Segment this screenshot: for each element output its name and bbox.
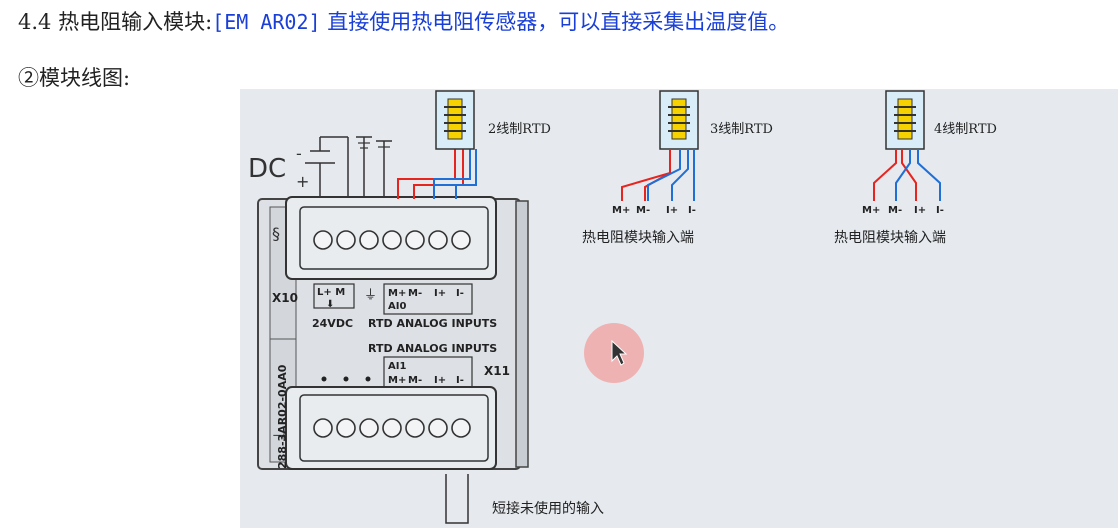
dc-label: DC (248, 154, 286, 184)
sensor-label-3wire: 3线制RTD (710, 122, 773, 137)
sensor-label-4wire: 4线制RTD (934, 122, 997, 137)
ai0-terminal-m-plus: M+ (388, 288, 406, 299)
x10-label: X10 (272, 291, 298, 305)
wiring-diagram-panel: DC - + § ⊣ (240, 89, 1118, 528)
ai0-terminal-i-minus: I- (456, 288, 464, 299)
module-model: [EM AR02] (212, 10, 321, 34)
section-title: 热电阻输入模块: (58, 10, 213, 34)
ai0-terminal-m-minus: M- (408, 288, 422, 299)
rtd-sensor-3wire: 3线制RTD M+ M- I+ I- 热电阻模块输入端 (582, 90, 773, 246)
rtd-label-top: RTD ANALOG INPUTS (368, 317, 497, 330)
x11-label: X11 (484, 364, 510, 378)
terminal-i-minus: I- (936, 205, 944, 216)
terminal-m-minus: M- (888, 205, 902, 216)
ai0-label: AI0 (388, 301, 406, 312)
rtd-label-bottom: RTD ANALOG INPUTS (368, 342, 497, 355)
terminal-m-minus: M- (636, 205, 650, 216)
dc-plus-label: + (296, 172, 309, 191)
short-unused-input-bracket: 短接未使用的输入 (445, 474, 604, 524)
short-unused-caption: 短接未使用的输入 (492, 500, 604, 517)
supply-voltage-label: 24VDC (312, 317, 353, 330)
ai1-terminal-i-plus: I+ (434, 375, 446, 386)
ai1-label: AI1 (388, 361, 406, 372)
wiring-diagram: DC - + § ⊣ (248, 90, 997, 524)
unused-terminal-dot (343, 376, 349, 382)
ai1-terminal-i-minus: I- (456, 375, 464, 386)
rtd-sensor-2wire: 2线制RTD (435, 90, 551, 150)
ground-arrow-icon: ⬇ (326, 299, 334, 310)
sensor-label-2wire: 2线制RTD (488, 122, 551, 137)
unused-terminal-dot (321, 376, 327, 382)
module-rtd-wiring (397, 149, 477, 199)
cursor-icon (611, 339, 628, 366)
top-terminal-screws (313, 230, 471, 250)
bottom-terminal-screws (313, 418, 471, 438)
ai1-terminal-m-plus: M+ (388, 375, 406, 386)
terminal-m-plus: M+ (612, 205, 630, 216)
wiring-diagram-subheading: ②模块线图: (18, 66, 131, 90)
rtd-sensor-4wire: 4线制RTD M+ M- I+ I- 热电阻模块输入端 (834, 90, 997, 246)
input-caption-3wire: 热电阻模块输入端 (582, 230, 694, 246)
dc-minus-label: - (296, 144, 302, 163)
terminal-i-plus: I+ (666, 205, 678, 216)
dc-supply-symbol: DC - + (248, 136, 392, 199)
input-caption-4wire: 热电阻模块输入端 (834, 230, 946, 246)
ai1-terminal-m-minus: M- (408, 375, 422, 386)
section-number: 4.4 (18, 10, 52, 34)
mouse-pointer-highlight (584, 323, 644, 383)
part-number: 288-3AR02-0AA0 (276, 364, 289, 469)
page-heading: 4.4 热电阻输入模块:[EM AR02] 直接使用热电阻传感器，可以直接采集出… (18, 6, 789, 36)
supply-terminal-labels: L+ M (317, 287, 345, 298)
terminal-i-plus: I+ (914, 205, 926, 216)
terminal-i-minus: I- (688, 205, 696, 216)
ai0-terminal-i-plus: I+ (434, 288, 446, 299)
latch-icon: ⊣ (272, 426, 286, 445)
unused-terminal-dot (365, 376, 371, 382)
ground-icon: ⏚ (364, 288, 377, 303)
terminal-m-plus: M+ (862, 205, 880, 216)
latch-icon: § (272, 224, 280, 243)
section-description: 直接使用热电阻传感器，可以直接采集出温度值。 (327, 10, 790, 34)
